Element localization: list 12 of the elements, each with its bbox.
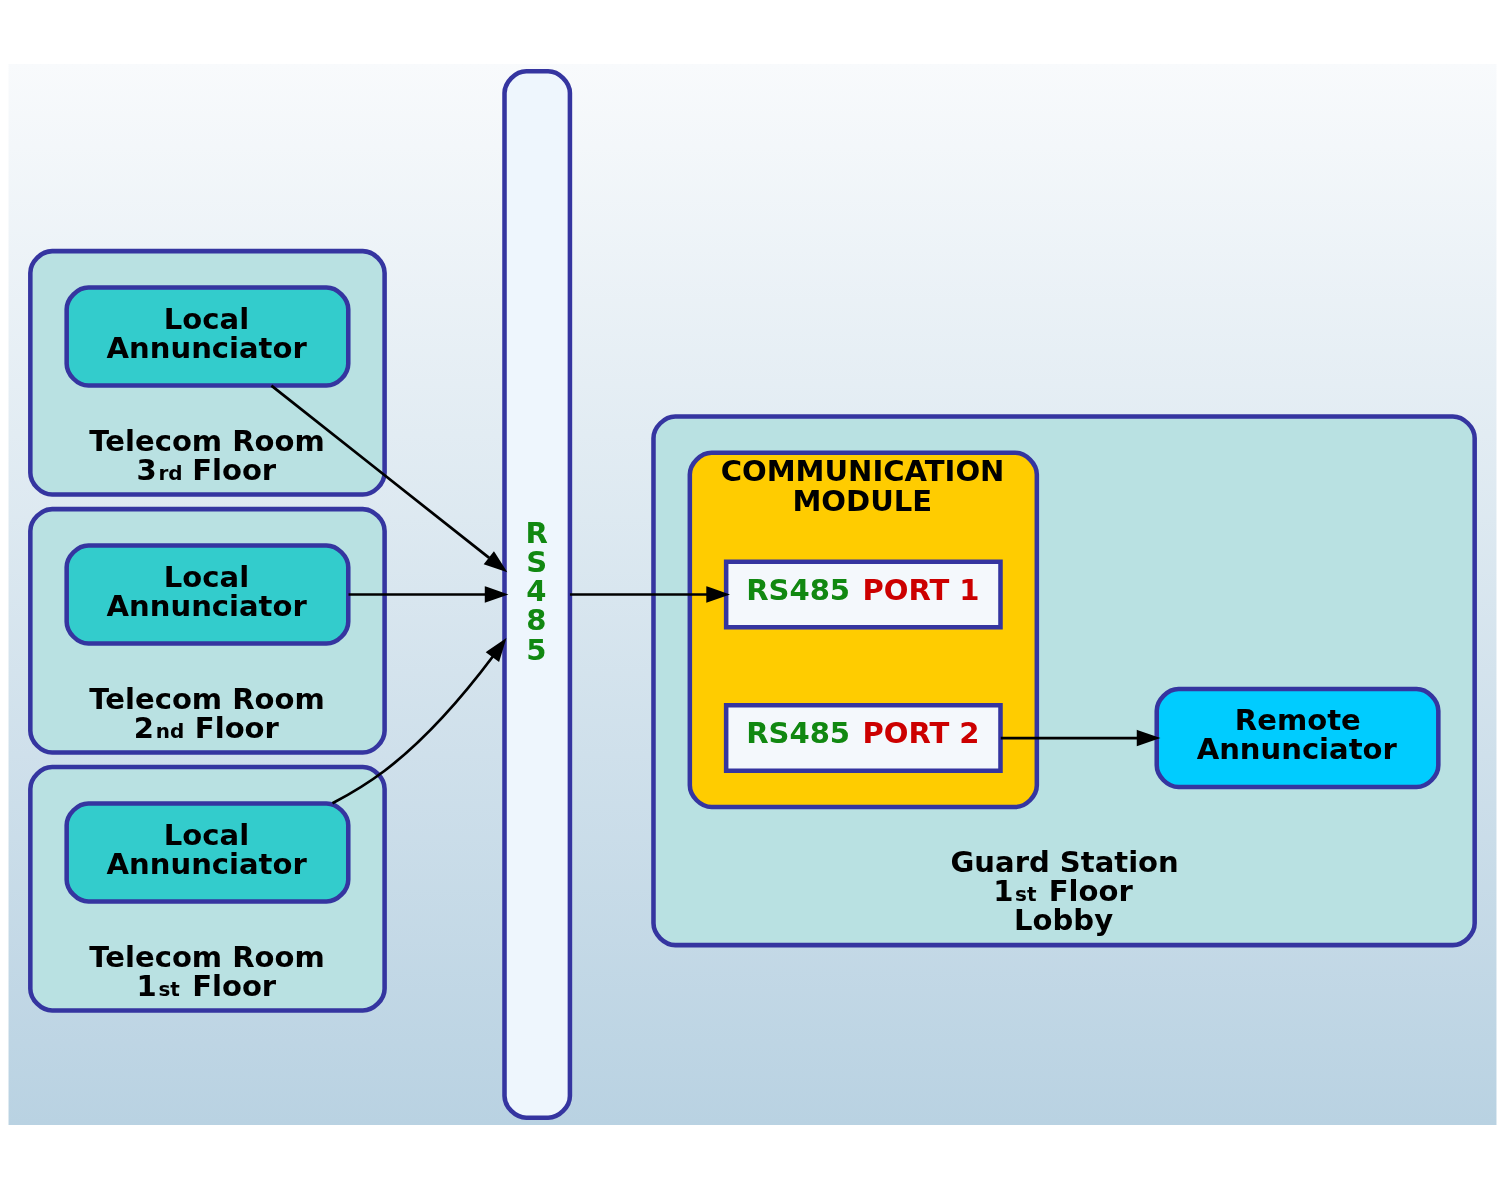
arrow	[331, 638, 507, 805]
node-box: Local Annunciator	[64, 801, 351, 904]
node-box: RS485 PORT 1	[723, 559, 1003, 630]
node-box: RS485	[502, 69, 573, 1120]
arrow	[1000, 729, 1161, 747]
arrow	[348, 586, 509, 603]
node-box: Remote Annunciator	[1154, 686, 1441, 790]
node-box: RS485 PORT 2	[723, 703, 1003, 773]
node-box: Local Annunciator	[64, 285, 351, 388]
node-box: Local Annunciator	[64, 543, 351, 646]
arrow	[569, 586, 730, 603]
arrow	[270, 384, 508, 573]
